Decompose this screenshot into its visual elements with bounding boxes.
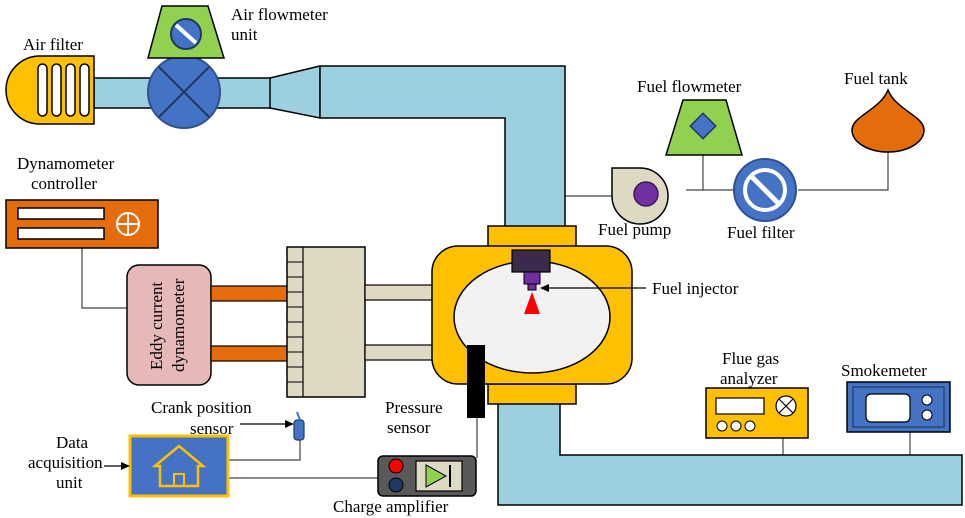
data-acquisition-unit bbox=[128, 434, 230, 498]
injector-mount bbox=[511, 249, 551, 273]
air-filter bbox=[5, 55, 95, 125]
line-crank-to-daq bbox=[228, 440, 301, 461]
label-air-filter: Air filter bbox=[23, 35, 83, 54]
air-filter-slot bbox=[51, 63, 62, 117]
controller-slot bbox=[17, 227, 105, 240]
intake-expander bbox=[269, 65, 321, 119]
connecting-rod-lower bbox=[364, 344, 434, 361]
connecting-rod-upper bbox=[364, 284, 434, 301]
dynamometer-controller bbox=[5, 199, 159, 249]
air-filter-slot bbox=[37, 63, 48, 117]
line-controller-to-dynamometer bbox=[81, 248, 128, 309]
smokemeter-screen bbox=[865, 393, 911, 423]
smokemeter bbox=[846, 381, 951, 433]
eddy-current-dynamometer bbox=[126, 264, 212, 386]
label-smokemeter: Smokemeter bbox=[841, 361, 927, 380]
play-icon bbox=[425, 464, 448, 488]
analyzer-display bbox=[715, 397, 765, 415]
label-flue-gas-2: analyzer bbox=[720, 369, 778, 388]
crankcase-block bbox=[286, 246, 366, 398]
label-eddy-current: Eddy current bbox=[147, 281, 166, 370]
label-air-flowmeter: Air flowmeter bbox=[231, 5, 328, 24]
injector-body bbox=[523, 271, 541, 285]
engine-cylinder bbox=[431, 225, 633, 405]
label-fuel-injector: Fuel injector bbox=[652, 279, 739, 298]
label-daq-1: Data bbox=[56, 433, 89, 452]
label-daq-2: acquisition bbox=[28, 453, 103, 472]
flue-gas-analyzer bbox=[705, 387, 809, 439]
fuel-pump bbox=[611, 167, 669, 225]
fuel-tank-icon bbox=[851, 87, 925, 153]
air-flowmeter-unit bbox=[147, 5, 226, 59]
label-air-flowmeter-unit: unit bbox=[231, 25, 258, 44]
labels: Air filter Air flowmeter unit Fuel flowm… bbox=[17, 5, 927, 516]
pressure-sensor bbox=[467, 345, 485, 418]
exhaust-flange bbox=[487, 383, 577, 405]
label-dynamometer-controller-1: Dynamometer bbox=[17, 154, 115, 173]
label-fuel-filter: Fuel filter bbox=[727, 223, 795, 242]
controller-slot bbox=[17, 207, 105, 220]
fuel-pump-rotor bbox=[633, 181, 659, 207]
fuel-flowmeter bbox=[664, 99, 743, 156]
label-eddy-dynamometer: dynamometer bbox=[169, 278, 188, 372]
intake-flange bbox=[487, 225, 577, 249]
label-fuel-pump: Fuel pump bbox=[598, 220, 671, 239]
fuel-filter bbox=[733, 158, 797, 222]
label-pressure: Pressure bbox=[385, 398, 443, 417]
label-charge-amplifier: Charge amplifier bbox=[333, 497, 449, 516]
label-fuel-tank: Fuel tank bbox=[844, 69, 908, 88]
air-filter-slot bbox=[65, 63, 76, 117]
shaft-lower bbox=[210, 345, 288, 362]
label-flue-gas-1: Flue gas bbox=[722, 349, 779, 368]
shaft-upper bbox=[210, 285, 288, 302]
fuel-flowmeter-diamond bbox=[689, 112, 717, 140]
crank-position-sensor bbox=[293, 419, 305, 441]
label-crank-position: Crank position bbox=[151, 398, 252, 417]
label-pressure-sensor: sensor bbox=[387, 418, 431, 437]
fuel-spray-icon bbox=[524, 292, 540, 314]
amplifier-blue-led bbox=[388, 477, 404, 493]
air-flow-valve bbox=[147, 55, 221, 129]
label-daq-3: unit bbox=[56, 473, 83, 492]
charge-amplifier bbox=[377, 455, 477, 497]
label-crank-sensor: sensor bbox=[190, 419, 234, 438]
label-dynamometer-controller-2: controller bbox=[31, 174, 97, 193]
air-filter-slot bbox=[79, 63, 90, 117]
amplifier-red-led bbox=[388, 458, 404, 474]
label-fuel-flowmeter: Fuel flowmeter bbox=[637, 77, 742, 96]
line-filter-to-tank bbox=[798, 150, 889, 191]
injector-nozzle bbox=[527, 283, 537, 291]
intake-elbow-duct bbox=[319, 65, 566, 233]
signal-lines bbox=[81, 150, 911, 479]
